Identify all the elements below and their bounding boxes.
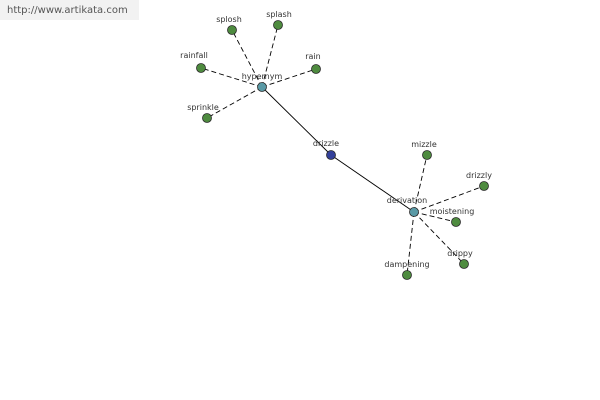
label-drizzle[interactable]: drizzle <box>313 139 339 148</box>
node-hypernym[interactable] <box>257 82 267 92</box>
node-dampening[interactable] <box>402 270 412 280</box>
edge-derivation-moistening <box>413 211 457 223</box>
node-drippy[interactable] <box>459 259 469 269</box>
edge-drizzle-hypernym <box>261 86 332 156</box>
edge-derivation-drippy <box>413 211 465 265</box>
edge-derivation-drizzly <box>413 185 485 213</box>
edge-hypernym-rain <box>261 68 317 88</box>
label-drizzly[interactable]: drizzly <box>466 171 492 180</box>
site-url-link[interactable]: http://www.artikata.com <box>0 0 139 20</box>
edge-hypernym-rainfall <box>200 67 263 88</box>
node-drizzle[interactable] <box>326 150 336 160</box>
node-rainfall[interactable] <box>196 63 206 73</box>
label-rainfall[interactable]: rainfall <box>180 51 208 60</box>
node-mizzle[interactable] <box>422 150 432 160</box>
label-sprinkle[interactable]: sprinkle <box>187 103 219 112</box>
label-moistening[interactable]: moistening <box>430 207 475 216</box>
node-drizzly[interactable] <box>479 181 489 191</box>
label-splash[interactable]: splash <box>266 10 292 19</box>
label-rain[interactable]: rain <box>305 52 320 61</box>
label-derivation[interactable]: derivation <box>387 196 427 205</box>
edge-hypernym-splash <box>261 24 279 88</box>
label-splosh[interactable]: splosh <box>216 15 242 24</box>
node-derivation[interactable] <box>409 207 419 217</box>
node-splosh[interactable] <box>227 25 237 35</box>
label-hypernym[interactable]: hypernym <box>242 72 283 81</box>
edge-drizzle-derivation <box>330 154 415 213</box>
edge-derivation-mizzle <box>413 154 428 213</box>
node-rain[interactable] <box>311 64 321 74</box>
edge-hypernym-splosh <box>231 29 263 88</box>
label-drippy[interactable]: drippy <box>447 249 473 258</box>
label-mizzle[interactable]: mizzle <box>411 140 437 149</box>
label-dampening[interactable]: dampening <box>384 260 429 269</box>
node-moistening[interactable] <box>451 217 461 227</box>
node-splash[interactable] <box>273 20 283 30</box>
edge-derivation-dampening <box>406 211 415 276</box>
node-sprinkle[interactable] <box>202 113 212 123</box>
edge-hypernym-sprinkle <box>206 86 263 119</box>
